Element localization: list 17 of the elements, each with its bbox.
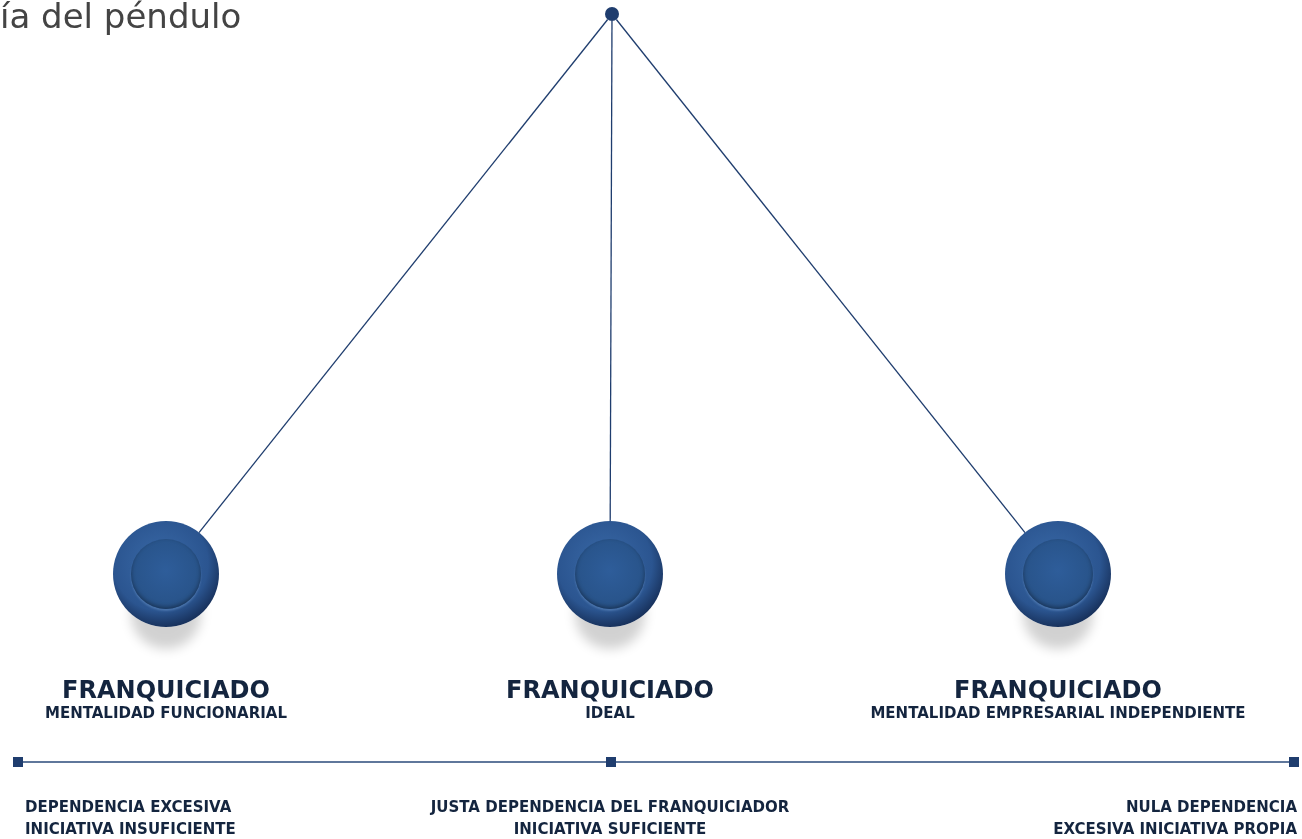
bob-subtitle: MENTALIDAD EMPRESARIAL INDEPENDIENTE [870,704,1246,722]
scale-label: INICIATIVA INSUFICIENTE [25,819,236,839]
bob-heading: FRANQUICIADO [954,676,1162,704]
bob-heading: FRANQUICIADO [62,676,270,704]
pendulum-string [198,18,609,534]
scale-label: JUSTA DEPENDENCIA DEL FRANQUICIADOR [430,797,790,818]
bob-subtitle: IDEAL [585,704,635,722]
bob-subtitle: MENTALIDAD FUNCIONARIAL [44,704,288,722]
title: ía del péndulo [0,0,242,36]
pivot-dot [605,7,619,21]
bob-heading: FRANQUICIADO [506,676,714,704]
scale-label: EXCESIVA INICIATIVA PROPIA [1053,819,1297,839]
pendulum-string [615,18,1026,534]
scale-label: INICIATIVA SUFICIENTE [513,819,707,839]
scale-label: DEPENDENCIA EXCESIVA [25,797,232,818]
scale-label: NULA DEPENDENCIA [1125,797,1297,818]
pendulum-string [609,20,613,522]
